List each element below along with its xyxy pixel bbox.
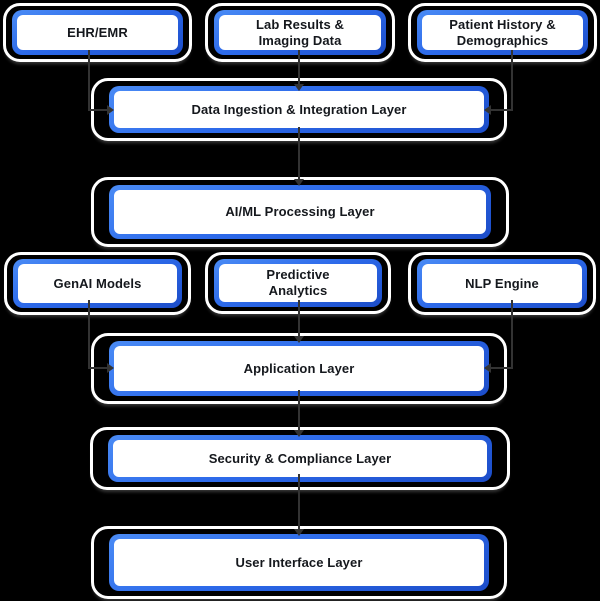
edge-application-to-security-arrow: [294, 430, 304, 437]
node-patient-history-border: Patient History & Demographics: [417, 10, 588, 55]
node-predictive-analytics-label: Predictive Analytics: [266, 267, 330, 298]
edge-predictive-to-application-line: [298, 300, 300, 337]
edge-ehr-to-ingestion-elbow: [88, 109, 108, 111]
node-nlp-engine: NLP Engine: [408, 252, 596, 315]
node-security-compliance-layer-label: Security & Compliance Layer: [208, 450, 392, 466]
node-user-interface-layer: User Interface Layer: [91, 526, 507, 599]
node-patient-history: Patient History & Demographics: [408, 3, 597, 62]
node-user-interface-layer-label: User Interface Layer: [235, 554, 363, 570]
node-data-ingestion-layer-border: Data Ingestion & Integration Layer: [109, 86, 489, 133]
edge-nlp-to-application-arrow: [484, 363, 491, 373]
edge-ehr-to-ingestion-arrow: [107, 105, 114, 115]
node-nlp-engine-body: NLP Engine: [422, 264, 582, 303]
node-security-compliance-layer-body: Security & Compliance Layer: [113, 440, 487, 477]
edge-predictive-to-application-arrow: [294, 336, 304, 343]
edge-genai-to-application-elbow: [88, 367, 108, 369]
node-application-layer-body: Application Layer: [114, 346, 484, 391]
node-nlp-engine-label: NLP Engine: [465, 275, 539, 291]
node-lab-results-body: Lab Results & Imaging Data: [219, 15, 381, 50]
node-genai-models-border: GenAI Models: [13, 259, 182, 308]
node-security-compliance-layer-border: Security & Compliance Layer: [108, 435, 492, 482]
edge-application-to-security-line: [298, 390, 300, 431]
node-patient-history-label: Patient History & Demographics: [449, 16, 556, 48]
node-genai-models-label: GenAI Models: [53, 275, 142, 291]
node-predictive-analytics: Predictive Analytics: [205, 252, 391, 314]
node-aiml-processing-layer-body: AI/ML Processing Layer: [114, 190, 486, 234]
node-application-layer-border: Application Layer: [109, 341, 489, 396]
node-lab-results: Lab Results & Imaging Data: [205, 3, 395, 62]
node-data-ingestion-layer-body: Data Ingestion & Integration Layer: [114, 91, 484, 128]
node-user-interface-layer-body: User Interface Layer: [114, 539, 484, 586]
edge-genai-to-application-line: [88, 300, 90, 369]
node-user-interface-layer-border: User Interface Layer: [109, 534, 489, 591]
edge-security-to-ui-arrow: [294, 529, 304, 536]
edge-lab-to-ingestion-line: [298, 50, 300, 85]
node-predictive-analytics-border: Predictive Analytics: [214, 259, 382, 307]
node-application-layer-label: Application Layer: [243, 360, 355, 376]
node-aiml-processing-layer-border: AI/ML Processing Layer: [109, 185, 491, 239]
node-lab-results-label: Lab Results & Imaging Data: [256, 16, 344, 48]
node-lab-results-border: Lab Results & Imaging Data: [214, 10, 386, 55]
node-data-ingestion-layer: Data Ingestion & Integration Layer: [91, 78, 507, 141]
node-aiml-processing-layer-label: AI/ML Processing Layer: [225, 204, 375, 219]
node-genai-models: GenAI Models: [4, 252, 191, 315]
edge-genai-to-application-arrow: [107, 363, 114, 373]
node-ehr-emr-body: EHR/EMR: [17, 15, 178, 50]
edge-patient-to-ingestion-line: [511, 50, 513, 111]
node-nlp-engine-border: NLP Engine: [417, 259, 587, 308]
node-genai-models-body: GenAI Models: [18, 264, 177, 303]
node-ehr-emr-border: EHR/EMR: [12, 10, 183, 55]
node-predictive-analytics-body: Predictive Analytics: [219, 264, 377, 302]
node-application-layer: Application Layer: [91, 333, 507, 404]
edge-ingestion-to-aiml-line: [298, 127, 300, 180]
edge-lab-to-ingestion-arrow: [294, 84, 304, 91]
edge-patient-to-ingestion-arrow: [484, 105, 491, 115]
edge-ingestion-to-aiml-arrow: [294, 179, 304, 186]
node-ehr-emr: EHR/EMR: [3, 3, 192, 62]
edge-nlp-to-application-elbow: [491, 367, 513, 369]
edge-security-to-ui-line: [298, 474, 300, 530]
edge-nlp-to-application-line: [511, 300, 513, 369]
edge-ehr-to-ingestion-line: [88, 50, 90, 111]
node-aiml-processing-layer: AI/ML Processing Layer: [91, 177, 509, 247]
node-security-compliance-layer: Security & Compliance Layer: [90, 427, 510, 490]
node-data-ingestion-layer-label: Data Ingestion & Integration Layer: [191, 101, 407, 117]
edge-patient-to-ingestion-elbow: [491, 109, 513, 111]
node-patient-history-body: Patient History & Demographics: [422, 15, 583, 50]
node-ehr-emr-label: EHR/EMR: [67, 24, 128, 40]
